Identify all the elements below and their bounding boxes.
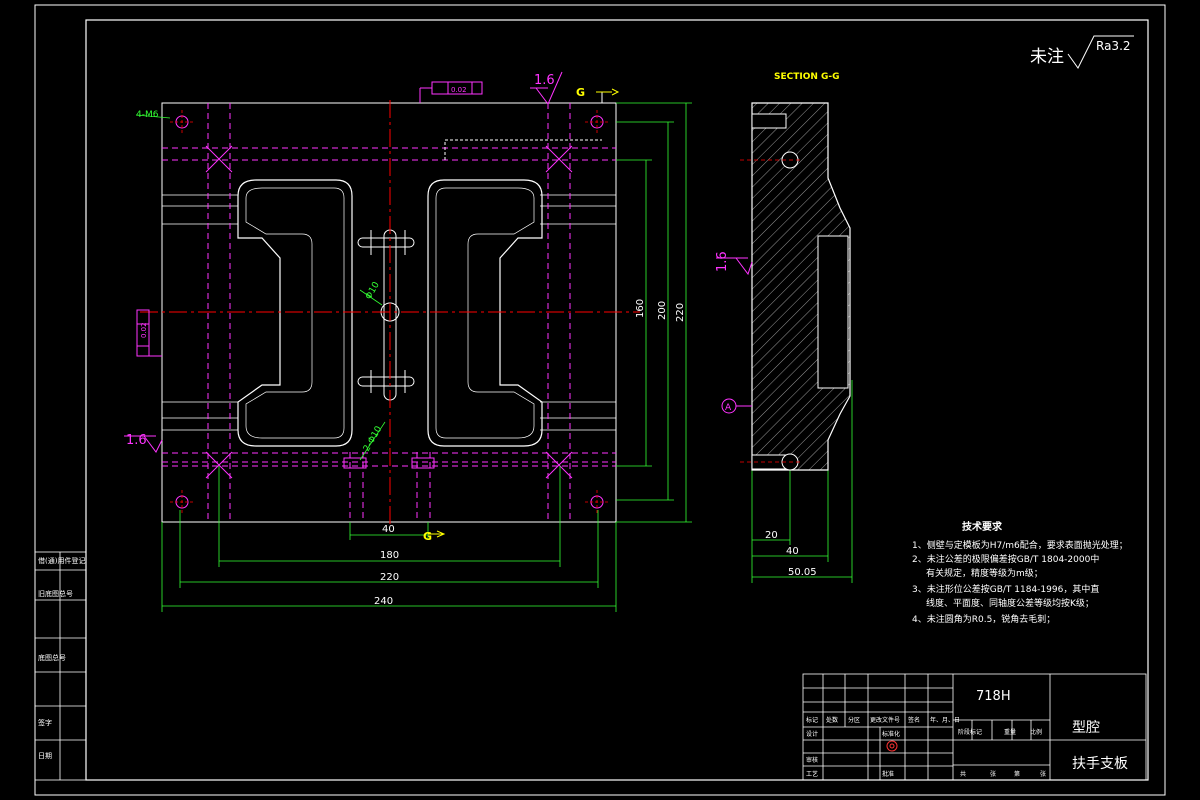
standard-label: 标准化 (882, 730, 900, 738)
side-stamp-label: 借(通)用件登记 (38, 556, 85, 565)
process-label: 工艺 (806, 770, 818, 778)
title-row-label: 更改文件号 (870, 716, 900, 724)
plan-view (140, 91, 640, 525)
cut-label-bottom: G (423, 530, 432, 543)
roughness-note-value: Ra3.2 (1096, 39, 1131, 53)
approve-label: 批准 (882, 770, 894, 778)
sheet-label: 张 (990, 770, 996, 778)
title-row-label: 年、月、日 (930, 716, 960, 724)
dim-220-vertical: 220 (675, 303, 686, 322)
part-name-label: 扶手支板 (1072, 756, 1128, 772)
projection-symbol (886, 740, 898, 752)
dim-40: 40 (382, 524, 395, 535)
title-row-label: 处数 (826, 716, 838, 724)
tech-req-item: 线度、平面度、同轴度公差等级均按K级； (926, 597, 1094, 609)
title-row-label: 签名 (908, 716, 920, 724)
title-row-label: 标记 (806, 716, 818, 724)
scale-label: 比例 (1030, 728, 1042, 736)
section-title: SECTION G-G (774, 72, 840, 82)
tolerance-value-top: 0.02 (451, 86, 467, 94)
sheet-label: 张 (1040, 770, 1046, 778)
pin-hole-callout: 2-Φ10 (362, 424, 385, 453)
weight-label: 重量 (1004, 728, 1016, 736)
surface-finish-top: 1.6 (534, 73, 555, 88)
side-stamp-label: 底图总号 (38, 653, 66, 662)
corner-hole-callout: 4-M6 (136, 110, 159, 120)
review-label: 审核 (806, 756, 818, 764)
tolerance-frame-left (136, 309, 150, 357)
side-stamp (34, 551, 87, 781)
dim-160: 160 (635, 299, 646, 318)
dim-240: 240 (374, 596, 393, 607)
surface-finish-marks (124, 71, 753, 453)
dim-50: 50.05 (788, 567, 817, 578)
part-type-label: 型腔 (1072, 720, 1100, 736)
sheet-label: 第 (1014, 770, 1020, 778)
dimension-lines (135, 102, 853, 612)
center-hole-callout: Φ10 (364, 280, 382, 301)
datum-label: A (725, 403, 732, 413)
side-stamp-label: 签字 (38, 718, 52, 727)
tech-req-item: 4、未注圆角为R0.5，锐角去毛刺； (912, 613, 1055, 625)
title-block (802, 673, 1147, 781)
dim-20: 20 (765, 530, 778, 541)
inner-border (85, 19, 1149, 781)
tech-req-item: 有关规定，精度等级为m级； (926, 567, 1043, 579)
section-arrows (428, 88, 620, 538)
roughness-note-prefix: 未注 (1030, 47, 1064, 67)
dim-200: 200 (657, 301, 668, 320)
side-stamp-label: 日期 (38, 752, 52, 760)
dim-40-section: 40 (786, 546, 799, 557)
tech-req-item: 1、侧壁与定模板为H7/m6配合，要求表面抛光处理； (912, 539, 1128, 551)
tech-req-item: 2、未注公差的极限偏差按GB/T 1804-2000中 (912, 553, 1099, 565)
dim-180: 180 (380, 550, 399, 561)
tech-req-item: 3、未注形位公差按GB/T 1184-1996，其中直 (912, 583, 1099, 595)
tolerance-value-left: 0.02 (140, 322, 148, 338)
material-label: 718H (976, 689, 1011, 704)
outer-border (34, 4, 1166, 796)
surface-finish-left: 1.6 (126, 433, 147, 448)
sheet-label: 共 (960, 770, 966, 778)
design-label: 设计 (806, 730, 818, 738)
side-stamp-label: 旧底图总号 (38, 589, 73, 598)
dim-220: 220 (380, 572, 399, 583)
title-row-label: 分区 (848, 716, 860, 724)
cut-label-left: G (576, 86, 585, 99)
tech-req-title: 技术要求 (962, 520, 1003, 533)
surface-finish-section: 1.6 (715, 251, 730, 272)
section-view (740, 102, 851, 471)
stage-label: 阶段标记 (958, 728, 982, 736)
